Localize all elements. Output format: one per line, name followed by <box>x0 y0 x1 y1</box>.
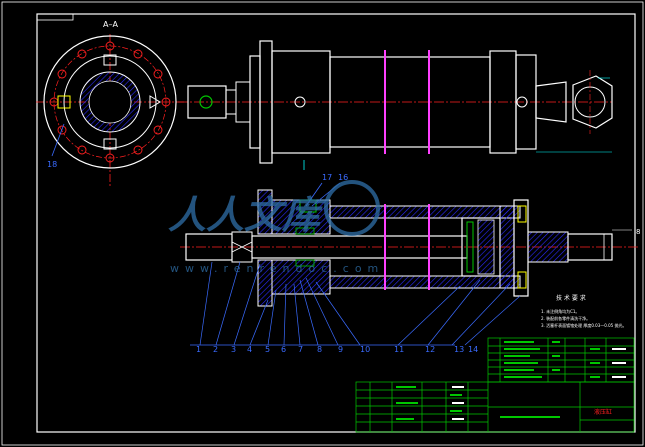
tech-req-line: 2. 装配前各零件清洗干净。 <box>541 315 590 321</box>
table-fill-marks <box>396 341 600 420</box>
rear-clevis <box>535 81 567 123</box>
callout-18: 18 <box>47 160 57 169</box>
part-number: 1 <box>196 345 201 354</box>
callout-17: 17 <box>322 173 332 182</box>
part-number: 13 <box>454 345 464 354</box>
part-number: 6 <box>281 345 286 354</box>
part-number: 5 <box>265 345 270 354</box>
part-number: 7 <box>298 345 303 354</box>
part-number: 9 <box>338 345 343 354</box>
rear-cap <box>499 205 515 289</box>
part-number: 4 <box>247 345 252 354</box>
title-block <box>355 381 635 433</box>
tech-req-line: 3. 活塞杆表面镀铬处理 厚度0.03—0.05 抛光。 <box>541 322 626 328</box>
title-block-part-name: 液压缸 <box>594 408 612 416</box>
drawing-number-box <box>36 13 74 21</box>
part-leaders <box>190 261 521 346</box>
bolt-holes <box>49 41 171 163</box>
watermark-chinese: 人人文库 <box>168 193 326 237</box>
side-mark-8: 8 <box>636 228 640 236</box>
barrel-wall-top <box>329 205 521 219</box>
part-number: 14 <box>468 345 478 354</box>
part-number: 8 <box>317 345 322 354</box>
part-number: 11 <box>394 345 404 354</box>
part-number: 10 <box>360 345 370 354</box>
bolt-circle <box>53 45 167 159</box>
flange-outer-circle <box>43 35 177 169</box>
watermark: 人人文库 www.renrendoc.com <box>168 180 384 275</box>
table-white-marks <box>452 348 626 420</box>
section-view-a-a: A–A 18 <box>36 20 185 186</box>
part-number: 3 <box>231 345 236 354</box>
tech-req-title: 技 术 要 求 <box>556 294 586 302</box>
watermark-url: www.renrendoc.com <box>170 262 384 275</box>
barrel-wall-bottom <box>329 275 521 289</box>
section-label: A–A <box>103 20 118 29</box>
part-numbers: 1 2 3 4 5 6 7 8 9 10 11 12 13 14 <box>196 345 478 354</box>
external-view <box>178 40 613 170</box>
part-number: 12 <box>425 345 435 354</box>
parts-list-table <box>487 337 635 383</box>
part-number: 2 <box>213 345 218 354</box>
tech-req-line: 1. 未注倒角均为C1。 <box>541 308 579 314</box>
technical-requirements: 技 术 要 求 1. 未注倒角均为C1。 2. 装配前各零件清洗干净。 3. 活… <box>541 294 626 328</box>
callout-16: 16 <box>338 173 348 182</box>
rear-clevis-section <box>527 231 569 263</box>
